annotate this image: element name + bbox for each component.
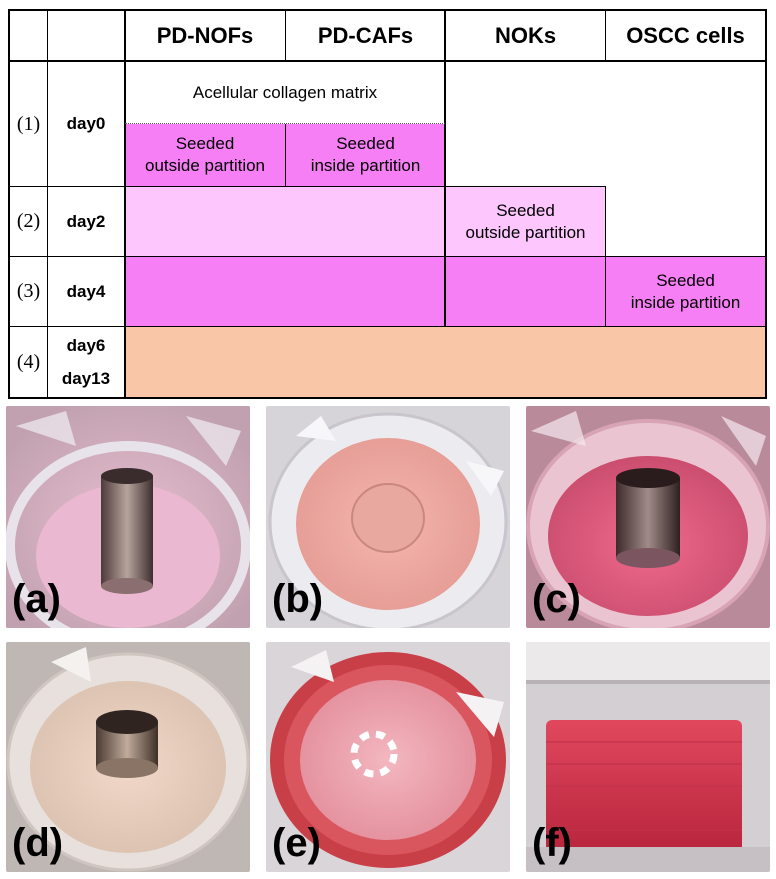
photo-panel-d: (d): [6, 642, 250, 872]
cafs-day0-text: Seeded inside partition: [310, 134, 421, 175]
col-nofs-cafs-divider-day0: [285, 124, 286, 186]
matrix-dotted-divider: [125, 123, 445, 124]
cell-noks-day2: [445, 186, 606, 257]
step-label-1: (1): [16, 112, 41, 135]
day-label-day0: day0: [66, 114, 106, 133]
cell-noks-day4: [445, 257, 606, 327]
panel-label-a: (a): [12, 577, 61, 621]
table-border-right: [765, 9, 767, 399]
header-noks: NOKs: [494, 22, 557, 48]
cell-nofs-day0: [125, 124, 285, 186]
row1-divider: [8, 186, 445, 187]
row1-divider-noks: [445, 186, 606, 187]
nofs-day0-text: Seeded outside partition: [144, 134, 266, 175]
cell-fibroblasts-day2: [125, 186, 445, 257]
day-label-day2: day2: [66, 211, 106, 231]
col-nofs-cafs-divider-header: [285, 9, 286, 61]
col-noks-oscc-divider-day2: [605, 186, 606, 327]
step-label-4: (4): [16, 350, 41, 373]
col-day-divider: [124, 9, 126, 399]
col-fibro-noks-divider: [444, 9, 446, 327]
photo-panel-a: (a): [6, 406, 250, 628]
step-label-2: (2): [16, 210, 41, 232]
oscc-day4-text: Seeded inside partition: [630, 270, 741, 312]
table-border-bottom: [8, 397, 766, 399]
panel-label-c: (c): [532, 577, 581, 621]
cell-all-day6-13: [125, 327, 766, 398]
panel-label-d: (d): [12, 821, 64, 865]
table-border-left: [8, 9, 10, 399]
header-pd-nofs: PD-NOFs: [156, 22, 254, 48]
protocol-table: PD-NOFs PD-CAFs NOKs OSCC cells (1) (2) …: [0, 0, 776, 402]
cell-oscc-day4: [606, 257, 766, 327]
noks-day2-text: Seeded outside partition: [465, 200, 586, 242]
cell-fibroblasts-day4: [125, 257, 445, 327]
row2-divider: [8, 256, 766, 257]
day-label-day13: day13: [61, 369, 111, 388]
acellular-matrix-text: Acellular collagen matrix: [192, 82, 378, 102]
day-label-day4: day4: [66, 281, 106, 301]
panel-label-b: (b): [272, 577, 324, 621]
panel-label-f: (f): [532, 821, 572, 865]
day-label-day6: day6: [66, 336, 106, 355]
photo-panel-b: (b): [266, 406, 510, 628]
header-divider: [8, 60, 766, 62]
header-oscc-cells: OSCC cells: [626, 22, 745, 48]
panel-label-e: (e): [272, 821, 321, 865]
photo-panel-e: (e): [266, 642, 510, 872]
col-step-divider: [47, 9, 48, 399]
photo-panel-f: (f): [526, 642, 770, 872]
cell-cafs-day0: [285, 124, 445, 186]
col-noks-oscc-divider-header: [605, 9, 606, 61]
header-pd-cafs: PD-CAFs: [317, 22, 414, 48]
step-label-3: (3): [16, 280, 41, 302]
table-border-top: [8, 9, 766, 11]
row3-divider: [8, 326, 766, 327]
photo-panel-c: (c): [526, 406, 770, 628]
